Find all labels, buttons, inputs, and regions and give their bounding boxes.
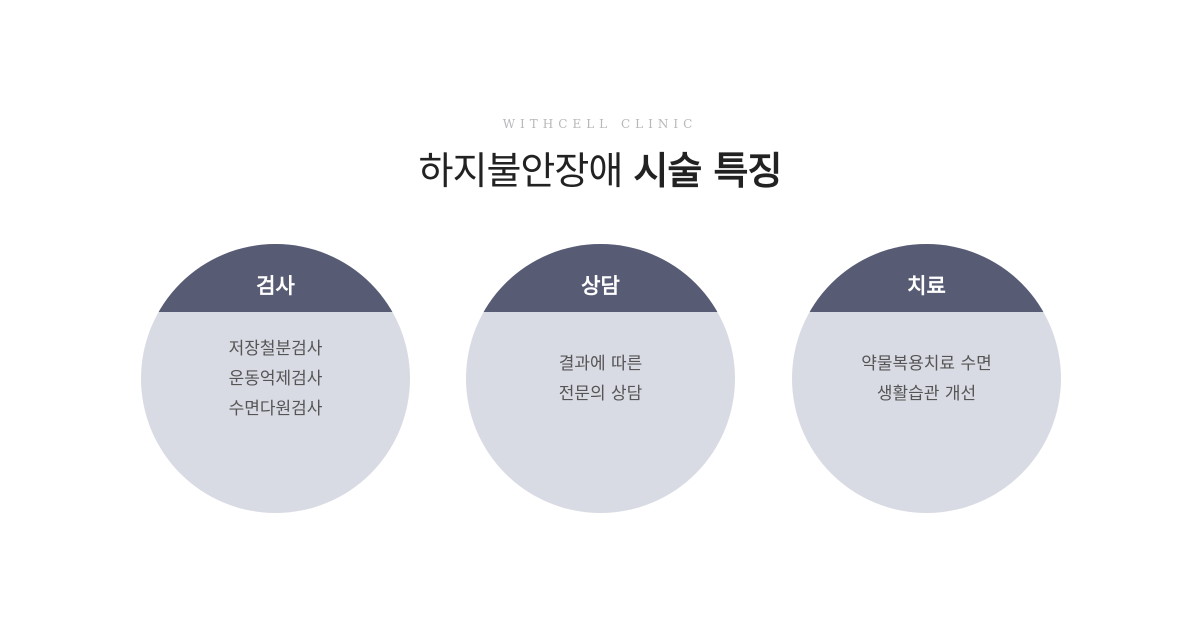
card-line: 수면다원검사 <box>228 398 323 419</box>
card-line: 결과에 따른 <box>558 353 643 374</box>
card-exam: 검사 저장철분검사 운동억제검사 수면다원검사 <box>141 244 410 513</box>
card-line: 전문의 상담 <box>558 383 643 404</box>
card-treatment: 치료 약물복용치료 수면 생활습관 개선 <box>792 244 1061 513</box>
card-consult: 상담 결과에 따른 전문의 상담 <box>466 244 735 513</box>
card-header-band <box>466 244 735 312</box>
page-title: 하지불안장애 시술 특징 <box>0 140 1200 195</box>
card-line: 생활습관 개선 <box>876 383 977 404</box>
clinic-eyebrow: WITHCELL CLINIC <box>502 117 698 131</box>
card-title: 상담 <box>581 274 620 298</box>
card-line: 저장철분검사 <box>228 338 323 359</box>
title-bold: 시술 특징 <box>633 149 782 193</box>
title-regular: 하지불안장애 <box>418 149 624 193</box>
card-title: 검사 <box>256 274 295 298</box>
card-title: 치료 <box>907 274 946 298</box>
card-header-band <box>792 244 1061 312</box>
card-line: 약물복용치료 수면 <box>861 353 992 374</box>
card-line: 운동억제검사 <box>228 368 323 389</box>
card-header-band <box>141 244 410 312</box>
